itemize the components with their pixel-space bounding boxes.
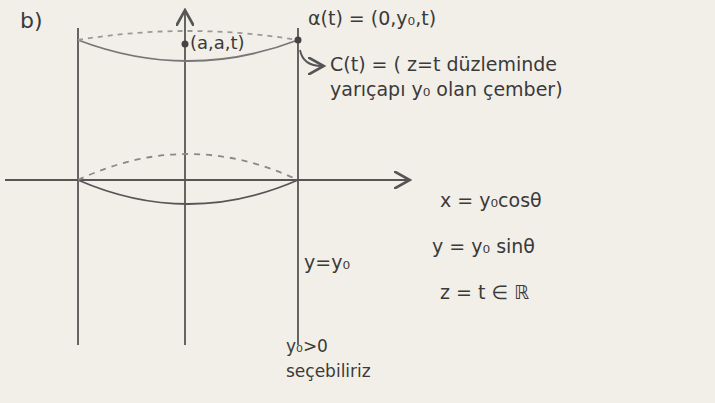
base-circle	[78, 180, 298, 204]
equation: y = y₀ sinθ	[432, 234, 535, 259]
top-circle	[78, 40, 298, 61]
equation: x = y₀cosθ	[440, 188, 542, 213]
base-circle-back	[78, 154, 298, 180]
point	[182, 41, 189, 48]
leader-arrow	[300, 50, 322, 66]
cylinder-edge	[297, 28, 299, 345]
part-label: b)	[20, 8, 43, 33]
note: y₀>0 seçebiliriz	[286, 334, 416, 384]
equation: y=y₀	[304, 250, 350, 275]
curve-label: α(t) = (0,y₀,t)	[308, 6, 436, 31]
cylinder-edge	[77, 28, 79, 345]
z-axis	[184, 12, 186, 345]
point	[295, 37, 302, 44]
x-axis	[5, 179, 408, 181]
top-circle-back	[78, 31, 298, 40]
point-label: (a,a,t)	[190, 30, 245, 55]
equation: z = t ∈ ℝ	[440, 280, 529, 305]
curve-note: C(t) = ( z=t düzleminde yarıçapı y₀ olan…	[330, 52, 630, 102]
